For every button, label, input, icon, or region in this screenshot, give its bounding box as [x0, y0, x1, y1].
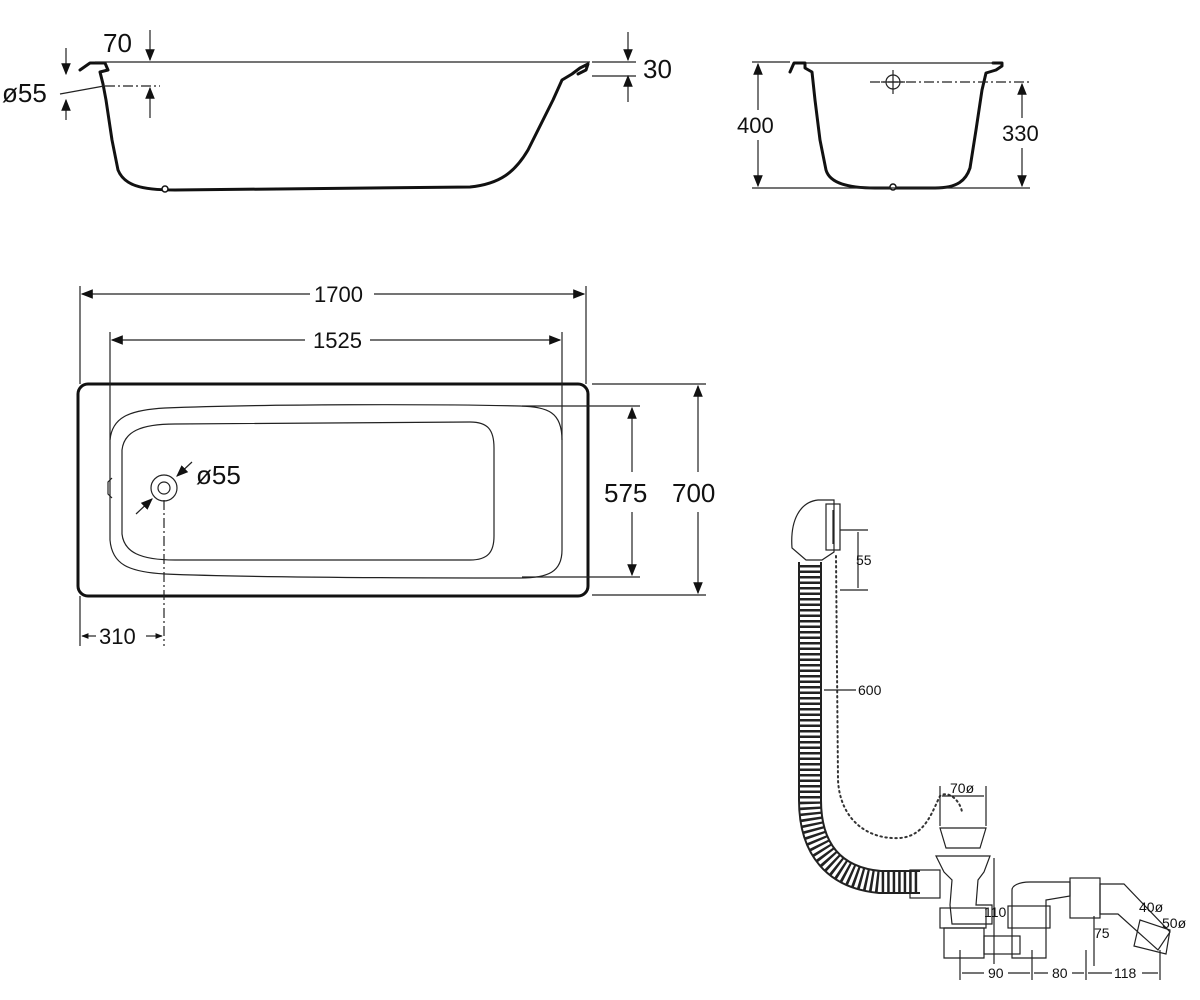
hose-coupling [909, 869, 941, 899]
outlet-body [1011, 881, 1071, 959]
overflow-cap [825, 503, 841, 551]
plan-drain-offset-dim: 310 [99, 624, 136, 649]
trap-nut [939, 907, 987, 929]
plan-basin [121, 421, 495, 561]
end-outlet-height-dim: 330 [1002, 121, 1039, 146]
offset-3-dim: 118 [1114, 965, 1137, 981]
trap-pipe [983, 935, 1021, 955]
trap-body [935, 855, 993, 925]
plan-drain [150, 474, 178, 502]
plan-outer-rim [76, 382, 590, 598]
outlet-spigot [1133, 919, 1171, 955]
side-view-drain-foot [161, 185, 169, 193]
offset-2-dim: 80 [1052, 965, 1068, 981]
dim-leader-drain-a [176, 461, 193, 477]
plan-inner-width-dim: 575 [604, 478, 647, 508]
overflow-hose [798, 562, 920, 894]
plan-length-dim: 1700 [314, 282, 363, 307]
end-height-dim: 400 [737, 113, 774, 138]
hose-length-dim: 600 [858, 682, 882, 698]
overflow-head [791, 499, 835, 561]
plan-inner-rim [109, 404, 563, 579]
plan-view: 1700 1525 575 700 ø55 310 [76, 282, 715, 649]
side-top-right-dim: 30 [643, 54, 672, 84]
side-overflow-dim: ø55 [2, 78, 47, 108]
waste-kit: 55 600 70ø 110 75 40ø 50ø [791, 499, 1187, 981]
trap-height-dim: 110 [984, 904, 1007, 920]
offset-1-dim: 90 [988, 965, 1004, 981]
plan-drain-dim: ø55 [196, 460, 241, 490]
outlet-height-dim: 75 [1094, 925, 1110, 941]
dim-leader-o55 [59, 85, 105, 95]
plug-dim: 70ø [950, 780, 975, 796]
dim-bg-80 [1048, 964, 1072, 980]
end-view-foot [889, 183, 897, 191]
outlet-nut [1007, 905, 1051, 929]
plan-drain-inner [157, 481, 171, 495]
end-view: 400 330 [737, 61, 1039, 191]
dim-bg-90 [984, 964, 1008, 980]
plan-width-dim: 700 [672, 478, 715, 508]
outlet-coupling [1069, 877, 1101, 919]
plug [939, 827, 987, 849]
plan-inner-length-dim: 1525 [313, 328, 362, 353]
outlet-large-dim: 50ø [1162, 915, 1187, 931]
side-top-left-dim: 70 [103, 28, 132, 58]
outlet-elbow [1099, 883, 1171, 951]
outlet-small-dim: 40ø [1139, 899, 1164, 915]
overflow-drop-dim: 55 [856, 552, 872, 568]
dim-leader-drain-b [135, 498, 153, 515]
side-view: 70 ø55 30 [2, 28, 672, 193]
side-view-outline [78, 61, 590, 192]
plan-overflow-nub [107, 477, 113, 499]
dim-bg-118 [1112, 964, 1142, 980]
trap-bottom [943, 927, 985, 959]
